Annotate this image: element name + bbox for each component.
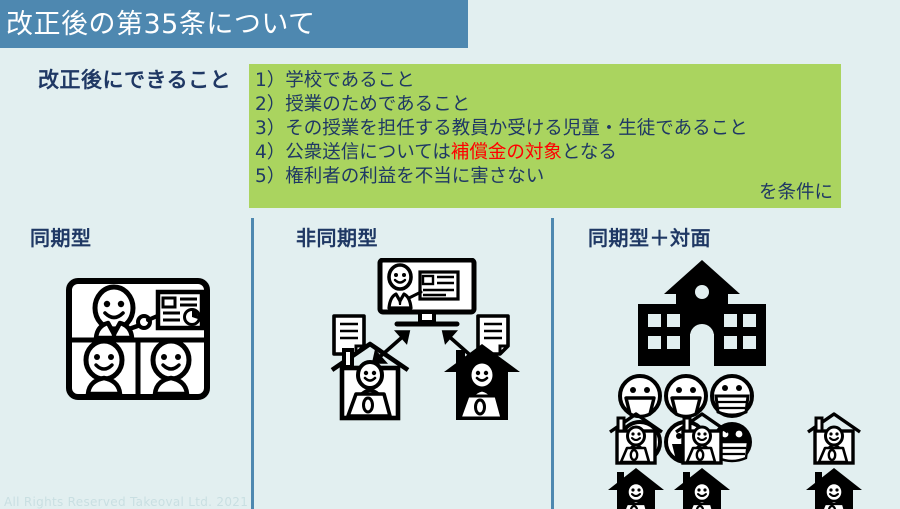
condition-number-3: 3） [255,118,286,139]
column-heading-synchronous: 同期型 [30,226,92,250]
conditions-label: 改正後にできること [38,68,232,92]
condition-text-4-prefix: 公衆送信については [285,142,451,163]
condition-number-5: 5） [255,166,286,187]
condition-text-2: 授業のためであること [285,94,471,115]
condition-number-2: 2） [255,94,286,115]
condition-text-3: その授業を担任する教員か受ける児童・生徒であること [285,118,748,139]
condition-item-2: 2）授業のためであること [255,93,831,117]
condition-item-4: 4）公衆送信については補償金の対象となる [255,141,831,165]
title-banner: 改正後の第35条について [0,0,468,48]
page-title: 改正後の第35条について [6,8,316,40]
condition-number-1: 1） [255,70,286,91]
condition-number-4: 4） [255,142,286,163]
condition-item-5: 5）権利者の利益を不当に害さない [255,165,831,189]
column-divider-1 [251,218,254,509]
condition-text-1: 学校であること [285,70,415,91]
on-demand-distribution-icon [322,258,530,424]
conditions-box: 1）学校であること 2）授業のためであること 3）その授業を担任する教員か受ける… [249,64,841,208]
condition-text-5: 権利者の利益を不当に害さない [285,166,545,187]
footer-copyright: All Rights Reserved Takeoval Ltd. 2021 [4,495,249,509]
condition-item-1: 1）学校であること [255,69,831,93]
conditions-footnote: を条件に [758,182,833,203]
condition-item-3: 3）その授業を担任する教員か受ける児童・生徒であること [255,117,831,141]
home-study-houses-group [604,388,894,509]
video-conference-icon [66,278,210,400]
column-heading-hybrid: 同期型＋対面 [588,226,711,250]
condition-text-4-highlight: 補償金の対象 [450,142,562,163]
column-heading-asynchronous: 非同期型 [296,226,378,250]
condition-text-4-suffix: となる [561,142,617,163]
column-divider-2 [551,218,554,509]
